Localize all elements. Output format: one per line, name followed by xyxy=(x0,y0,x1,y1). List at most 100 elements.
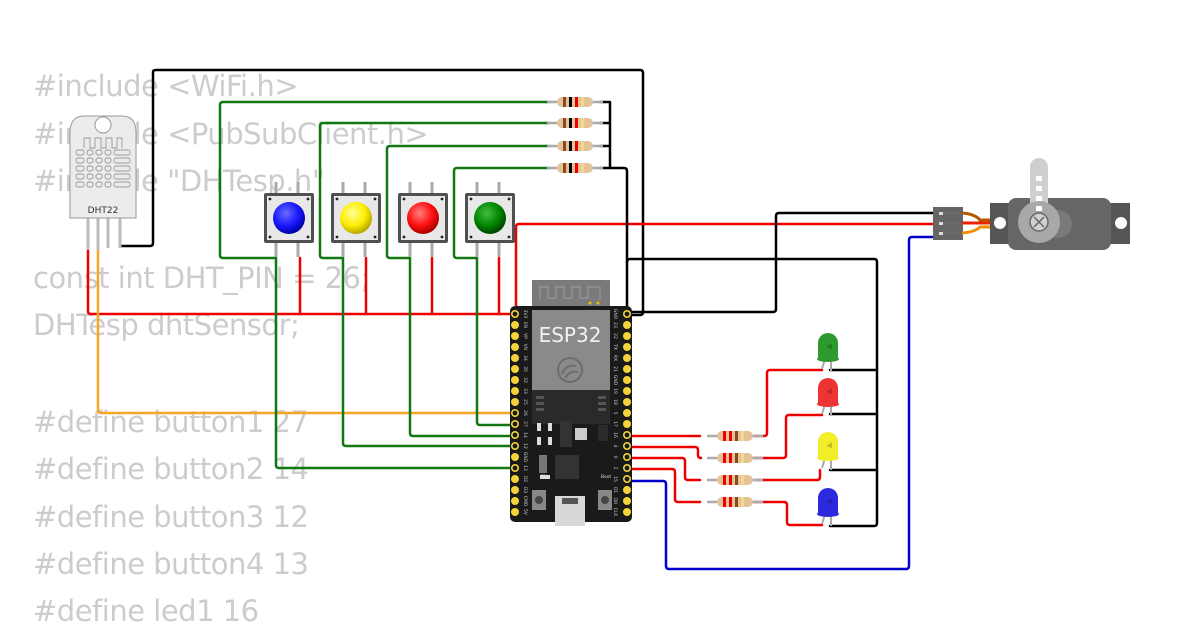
pin-left-35[interactable] xyxy=(510,364,519,373)
pin-left-GND[interactable] xyxy=(510,452,519,461)
pin-left-27[interactable] xyxy=(510,419,519,428)
espressif-logo xyxy=(557,357,583,383)
led-die xyxy=(826,343,832,349)
resistor-band xyxy=(741,497,744,507)
button-lead xyxy=(296,182,300,193)
led-resistor-1 xyxy=(707,431,763,441)
pin-left-34[interactable] xyxy=(510,353,519,362)
pin-right-18[interactable] xyxy=(622,397,631,406)
pin-right-21[interactable] xyxy=(622,364,631,373)
button-lead xyxy=(341,182,345,193)
pin-right-TX[interactable] xyxy=(622,342,631,351)
pin-right-4[interactable] xyxy=(622,441,631,450)
pin-right-16[interactable] xyxy=(622,430,631,439)
button-screw xyxy=(306,197,310,201)
code-line: #define button4 13 xyxy=(33,547,309,581)
pin-left-13[interactable] xyxy=(510,463,519,472)
pin-right-17[interactable] xyxy=(622,419,631,428)
led-body xyxy=(818,378,838,404)
led-die xyxy=(826,388,832,394)
pin-left-26[interactable] xyxy=(510,408,519,417)
pin-left-CMD[interactable] xyxy=(510,496,519,505)
button-lead xyxy=(408,243,412,257)
wire-button4-signal xyxy=(452,166,551,427)
resistor-band xyxy=(569,163,572,173)
pushbutton-red[interactable] xyxy=(398,182,448,257)
pulldown-resistor-3 xyxy=(547,141,603,151)
led-blue[interactable] xyxy=(817,488,839,526)
dht22-sensor[interactable]: DHT22 xyxy=(69,115,137,250)
button-screw xyxy=(306,235,310,239)
resistor-band xyxy=(575,141,578,151)
code-line: #include <WiFi.h> xyxy=(33,69,299,103)
leds xyxy=(817,333,839,526)
led-resistor-3 xyxy=(707,475,763,485)
pin-right-GND[interactable] xyxy=(622,375,631,384)
pin-right-CLK[interactable] xyxy=(622,507,631,516)
resistor-band xyxy=(581,97,584,107)
pushbutton-green[interactable] xyxy=(465,182,515,257)
button-lead xyxy=(274,243,278,257)
resistor-band xyxy=(563,97,566,107)
button-cap[interactable] xyxy=(407,202,439,234)
wire-dht-gnd xyxy=(120,68,645,317)
wire-led-gnd xyxy=(625,257,879,528)
led-yellow[interactable] xyxy=(817,432,839,470)
led-resistor-4 xyxy=(707,497,763,507)
pin-left-32[interactable] xyxy=(510,375,519,384)
pin-label: 25 xyxy=(522,399,528,405)
button-cap[interactable] xyxy=(474,202,506,234)
pin-right-19[interactable] xyxy=(622,386,631,395)
pin-left-VP[interactable] xyxy=(510,331,519,340)
pin-label: 5V xyxy=(522,509,528,516)
pin-left-D2[interactable] xyxy=(510,474,519,483)
pin-label: 5 xyxy=(612,412,618,415)
pin-label: 12 xyxy=(522,443,528,449)
led-green[interactable] xyxy=(817,333,839,371)
pin-left-14[interactable] xyxy=(510,430,519,439)
wire-button1-signal xyxy=(218,100,551,470)
pin-right-D0[interactable] xyxy=(622,496,631,505)
button-screw xyxy=(402,197,406,201)
pin-left-33[interactable] xyxy=(510,386,519,395)
pin-left-3V3[interactable] xyxy=(510,309,519,318)
pin-right-GND[interactable] xyxy=(622,309,631,318)
button-cap[interactable] xyxy=(273,202,305,234)
resistor-band xyxy=(569,97,572,107)
pushbutton-yellow[interactable] xyxy=(331,182,381,257)
button-lead xyxy=(363,182,367,193)
pin-label: 21 xyxy=(612,366,618,372)
pin-label: 13 xyxy=(522,465,528,471)
code-line: DHTesp dhtSensor; xyxy=(33,308,300,342)
pin-right-5[interactable] xyxy=(622,408,631,417)
resistor-band xyxy=(741,453,744,463)
esp32-board[interactable]: ESP32 EN Boot 3V3ENVPVN34353233252627141… xyxy=(510,280,632,526)
resistor-band xyxy=(575,163,578,173)
pin-left-VN[interactable] xyxy=(510,342,519,351)
servo-motor[interactable] xyxy=(933,158,1130,250)
en-label-bg xyxy=(540,475,550,479)
pin-left-12[interactable] xyxy=(510,441,519,450)
pin-right-RX[interactable] xyxy=(622,353,631,362)
pin-left-D3[interactable] xyxy=(510,485,519,494)
resistor-band xyxy=(563,118,566,128)
pin-right-22[interactable] xyxy=(622,331,631,340)
pin-right-D1[interactable] xyxy=(622,485,631,494)
button-cap[interactable] xyxy=(340,202,372,234)
en-label: EN xyxy=(541,474,547,480)
pin-left-25[interactable] xyxy=(510,397,519,406)
led-red[interactable] xyxy=(817,378,839,416)
pin-right-2[interactable] xyxy=(622,463,631,472)
pin-left-EN[interactable] xyxy=(510,320,519,329)
pushbutton-blue[interactable] xyxy=(264,182,314,257)
button-screw xyxy=(335,235,339,239)
pin-right-15[interactable] xyxy=(622,474,631,483)
pin-right-23[interactable] xyxy=(622,320,631,329)
pin-right-0[interactable] xyxy=(622,452,631,461)
pin-left-5V[interactable] xyxy=(510,507,519,516)
resistor-band xyxy=(723,431,726,441)
resistor-band xyxy=(735,475,738,485)
pin-label: 15 xyxy=(612,476,618,482)
wire-led2-signal xyxy=(625,413,824,460)
